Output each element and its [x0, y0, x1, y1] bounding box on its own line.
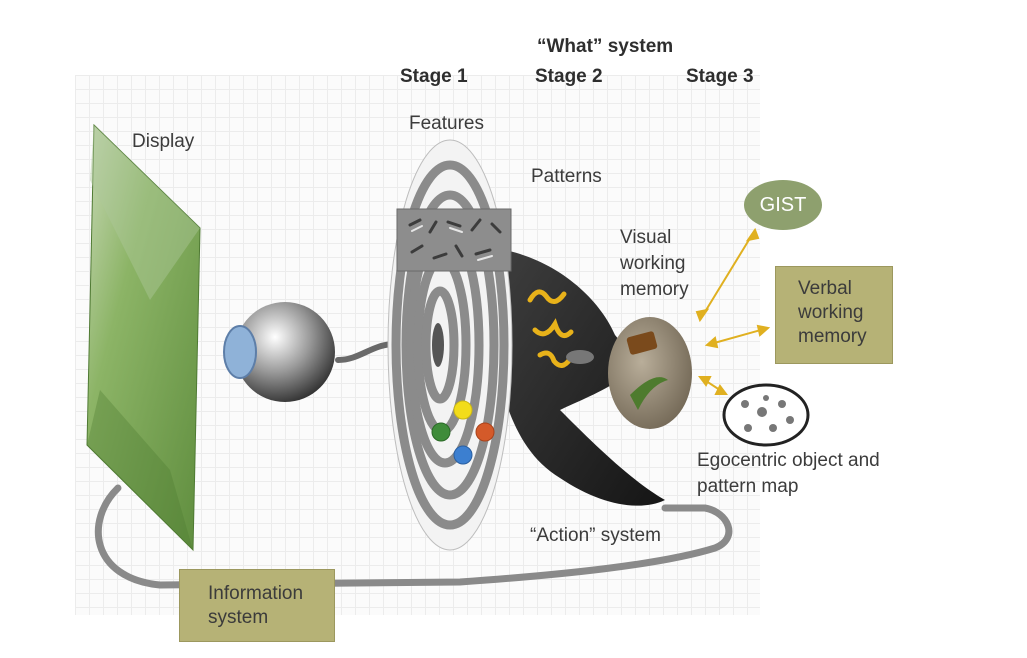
display-label: Display [132, 131, 195, 152]
egocentric-map-icon [722, 383, 810, 447]
what-pathway-shape [505, 250, 665, 506]
info-system-line2: system [208, 607, 269, 628]
verbal-wm-line3: memory [798, 326, 867, 347]
display-panel [86, 123, 201, 552]
feature-color-dots [431, 400, 495, 465]
verbal-wm-line1: Verbal [798, 278, 852, 299]
feature-disk [387, 139, 513, 551]
information-system-box: Information system [179, 569, 335, 642]
visual-working-memory-node [608, 317, 692, 429]
gist-node: GIST [744, 180, 822, 230]
features-label: Features [409, 113, 484, 134]
stage-3-label: Stage 3 [686, 66, 754, 87]
patterns-label: Patterns [531, 166, 602, 187]
egocentric-map-label-line2: pattern map [697, 476, 799, 497]
visual-working-memory-label-line2: working [620, 253, 686, 274]
visual-working-memory-label-line3: memory [620, 279, 689, 300]
visual-working-memory-label-line1: Visual [620, 227, 672, 248]
action-system-label: “Action” system [530, 525, 661, 546]
stage-1-label: Stage 1 [400, 66, 468, 87]
memory-arrows [695, 227, 771, 395]
verbal-wm-line2: working [798, 302, 864, 323]
verbal-working-memory-box: Verbal working memory [775, 266, 893, 364]
feature-patch [396, 208, 512, 272]
information-pathway [94, 484, 733, 589]
stage-2-label: Stage 2 [535, 66, 603, 87]
what-system-title: “What” system [537, 36, 674, 57]
egocentric-map-label-line1: Egocentric object and [697, 450, 880, 471]
info-system-line1: Information [208, 583, 304, 604]
